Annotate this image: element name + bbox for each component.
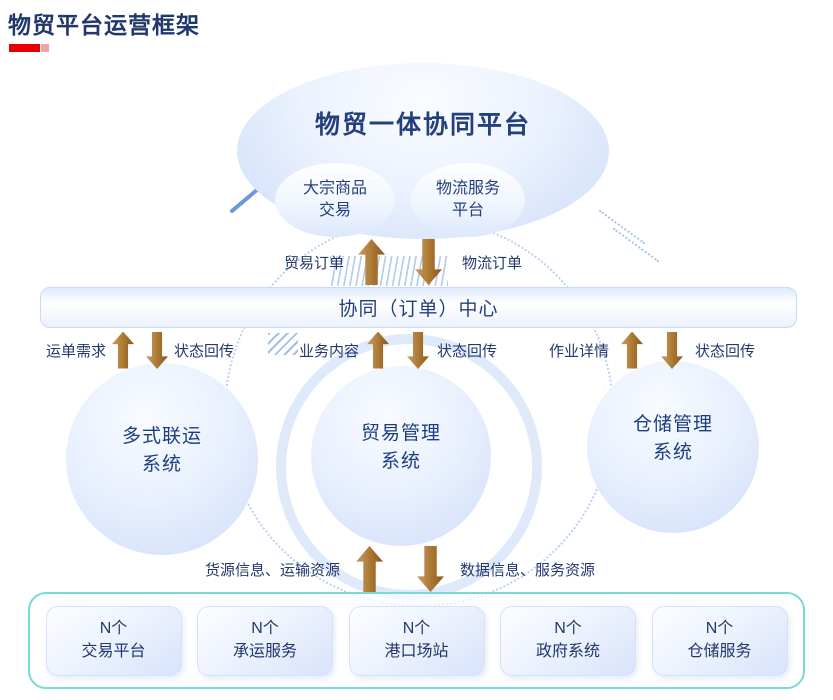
decorative-hatch-lines	[268, 333, 298, 355]
node-label-line: N个	[99, 620, 128, 638]
node-label-line: 交易	[318, 202, 351, 219]
node-label-line: 仓储管理	[632, 413, 713, 435]
flow-up-label: 运单需求	[46, 342, 107, 360]
decorative-dotted-line	[598, 209, 646, 245]
node-commodity-trading: 大宗商品 交易	[275, 163, 395, 237]
node-trade-management-system: 贸易管理 系统	[311, 366, 491, 546]
flow-down-label: 数据信息、服务资源	[460, 561, 596, 579]
flow-trade-system: 业务内容 状态回传	[299, 331, 497, 369]
down-arrow-icon	[661, 332, 683, 369]
flow-external-resources: 货源信息、运输资源 数据信息、服务资源	[205, 545, 595, 593]
down-arrow-icon	[407, 332, 429, 369]
node-government-systems: N个 政府系统	[500, 605, 636, 676]
node-label-line: 交易平台	[81, 642, 146, 660]
node-label-line: N个	[705, 620, 734, 638]
node-label-line: 仓储服务	[687, 642, 752, 660]
node-trading-platforms: N个 交易平台	[45, 605, 182, 676]
down-arrow-icon	[146, 332, 168, 369]
flow-down-label: 物流订单	[462, 254, 523, 272]
flow-up-label: 业务内容	[299, 342, 360, 360]
down-arrow-icon	[417, 546, 444, 592]
page-title: 物贸平台运营框架	[8, 12, 200, 38]
up-arrow-icon	[621, 331, 644, 369]
integrated-platform-title: 物贸一体协同平台	[314, 111, 531, 139]
flow-down-label: 状态回传	[437, 342, 498, 360]
flow-up-label: 作业详情	[549, 342, 610, 360]
title-underline	[9, 44, 49, 52]
down-arrow-icon	[415, 239, 442, 285]
up-arrow-icon	[112, 331, 135, 369]
title-underline-red-bar	[9, 44, 40, 52]
up-arrow-icon	[367, 331, 390, 369]
node-label-line: 政府系统	[535, 642, 600, 660]
up-arrow-icon	[358, 239, 386, 285]
node-warehouse-services: N个 仓储服务	[651, 605, 788, 676]
node-label-line: 平台	[451, 202, 484, 219]
node-label-line: 大宗商品	[302, 180, 367, 198]
node-label-line: 港口场站	[384, 642, 449, 660]
node-logistics-service-platform: 物流服务 平台	[411, 163, 525, 237]
external-partners-container: N个 交易平台 N个 承运服务 N个 港口场站 N个 政府系统 N个 仓储服务	[28, 592, 805, 689]
node-label-line: 贸易管理	[360, 422, 441, 444]
node-label-line: N个	[402, 620, 431, 638]
collaboration-order-center-bar: 协同（订单）中心	[40, 287, 797, 328]
node-label-line: N个	[251, 620, 279, 638]
node-port-stations: N个 港口场站	[348, 605, 485, 676]
flow-down-label: 状态回传	[695, 342, 756, 360]
flow-up-label: 货源信息、运输资源	[205, 561, 341, 579]
decorative-dotted-line	[612, 227, 660, 263]
node-integrated-platform: 物贸一体协同平台 大宗商品 交易 物流服务 平台	[237, 63, 609, 239]
node-label-line: 系统	[141, 454, 182, 475]
node-multimodal-transport-system: 多式联运 系统	[66, 363, 258, 555]
flow-multimodal-system: 运单需求 状态回传	[46, 331, 234, 369]
node-label-line: 系统	[380, 451, 421, 472]
flow-down-label: 状态回传	[174, 342, 235, 360]
up-arrow-icon	[356, 546, 384, 592]
node-warehouse-management-system: 仓储管理 系统	[587, 361, 759, 533]
node-label-line: 承运服务	[232, 642, 297, 660]
node-label-line: 系统	[652, 442, 693, 463]
node-label-line: 多式联运	[121, 425, 202, 447]
flow-up-label: 贸易订单	[284, 254, 345, 272]
center-bar-label: 协同（订单）中心	[338, 299, 499, 320]
title-underline-pink-square	[41, 44, 49, 52]
flow-platform-order-center: 贸易订单 物流订单	[284, 239, 522, 285]
flow-warehouse-system: 作业详情 状态回传	[549, 331, 755, 369]
node-label-line: 物流服务	[435, 180, 500, 198]
node-label-line: N个	[554, 620, 582, 638]
node-carrier-services: N个 承运服务	[197, 605, 333, 676]
